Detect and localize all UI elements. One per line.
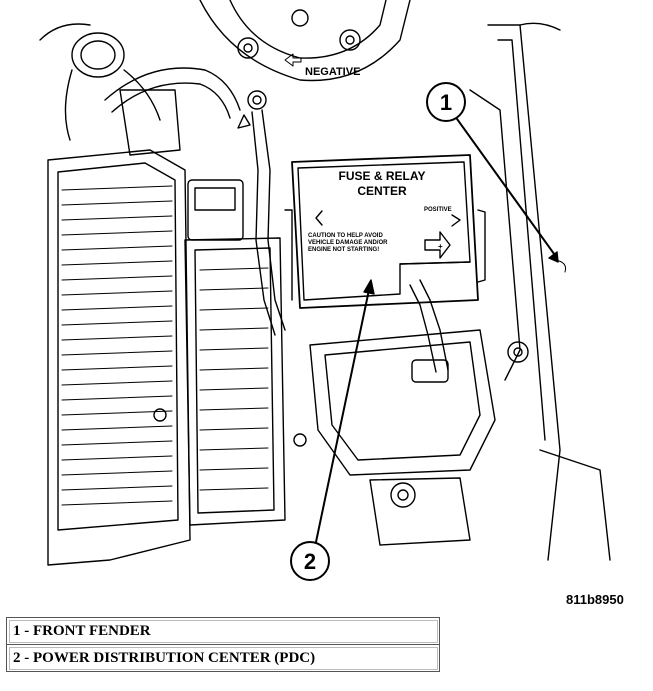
- negative-terminal: [237, 53, 302, 336]
- air-cleaner-housing: [47, 149, 191, 566]
- caution-line-3: ENGINE NOT STARTING!: [308, 247, 379, 253]
- strut-tower: [199, 0, 411, 82]
- reservoir-cap: [39, 23, 241, 156]
- callout-leader-2: [315, 279, 375, 543]
- caution-line-1: CAUTION TO HELP AVOID: [308, 233, 383, 239]
- battery-tray: [184, 179, 286, 526]
- positive-cable: [409, 279, 449, 383]
- engine-compartment-diagram: NEGATIVE FUSE & RELAY CENTER POSITIVE CA…: [39, 0, 611, 581]
- figure-id: 811b8950: [566, 592, 624, 607]
- legend-row: 2 - POWER DISTRIBUTION CENTER (PDC): [6, 644, 440, 672]
- pdc-title-line-2: CENTER: [357, 184, 407, 198]
- pdc-title-line-1: FUSE & RELAY: [339, 169, 426, 183]
- callout-leader-1: [451, 111, 559, 263]
- lower-module: [153, 329, 529, 546]
- caution-line-2: VEHICLE DAMAGE AND/OR: [308, 240, 388, 246]
- legend-item-1: 1 - FRONT FENDER: [6, 617, 440, 645]
- legend-item-2: 2 - POWER DISTRIBUTION CENTER (PDC): [6, 644, 440, 672]
- callout-1-number: 1: [440, 90, 452, 115]
- positive-symbol: +: [438, 242, 443, 251]
- callout-1: 1: [426, 82, 466, 122]
- legend-table: 1 - FRONT FENDER 2 - POWER DISTRIBUTION …: [6, 617, 440, 672]
- callout-2: 2: [290, 541, 330, 581]
- callout-2-number: 2: [304, 549, 316, 574]
- power-distribution-center: [284, 154, 486, 309]
- negative-label: NEGATIVE: [305, 66, 360, 78]
- front-fender: [469, 22, 611, 561]
- positive-label: POSITIVE: [424, 207, 452, 213]
- legend-row: 1 - FRONT FENDER: [6, 617, 440, 645]
